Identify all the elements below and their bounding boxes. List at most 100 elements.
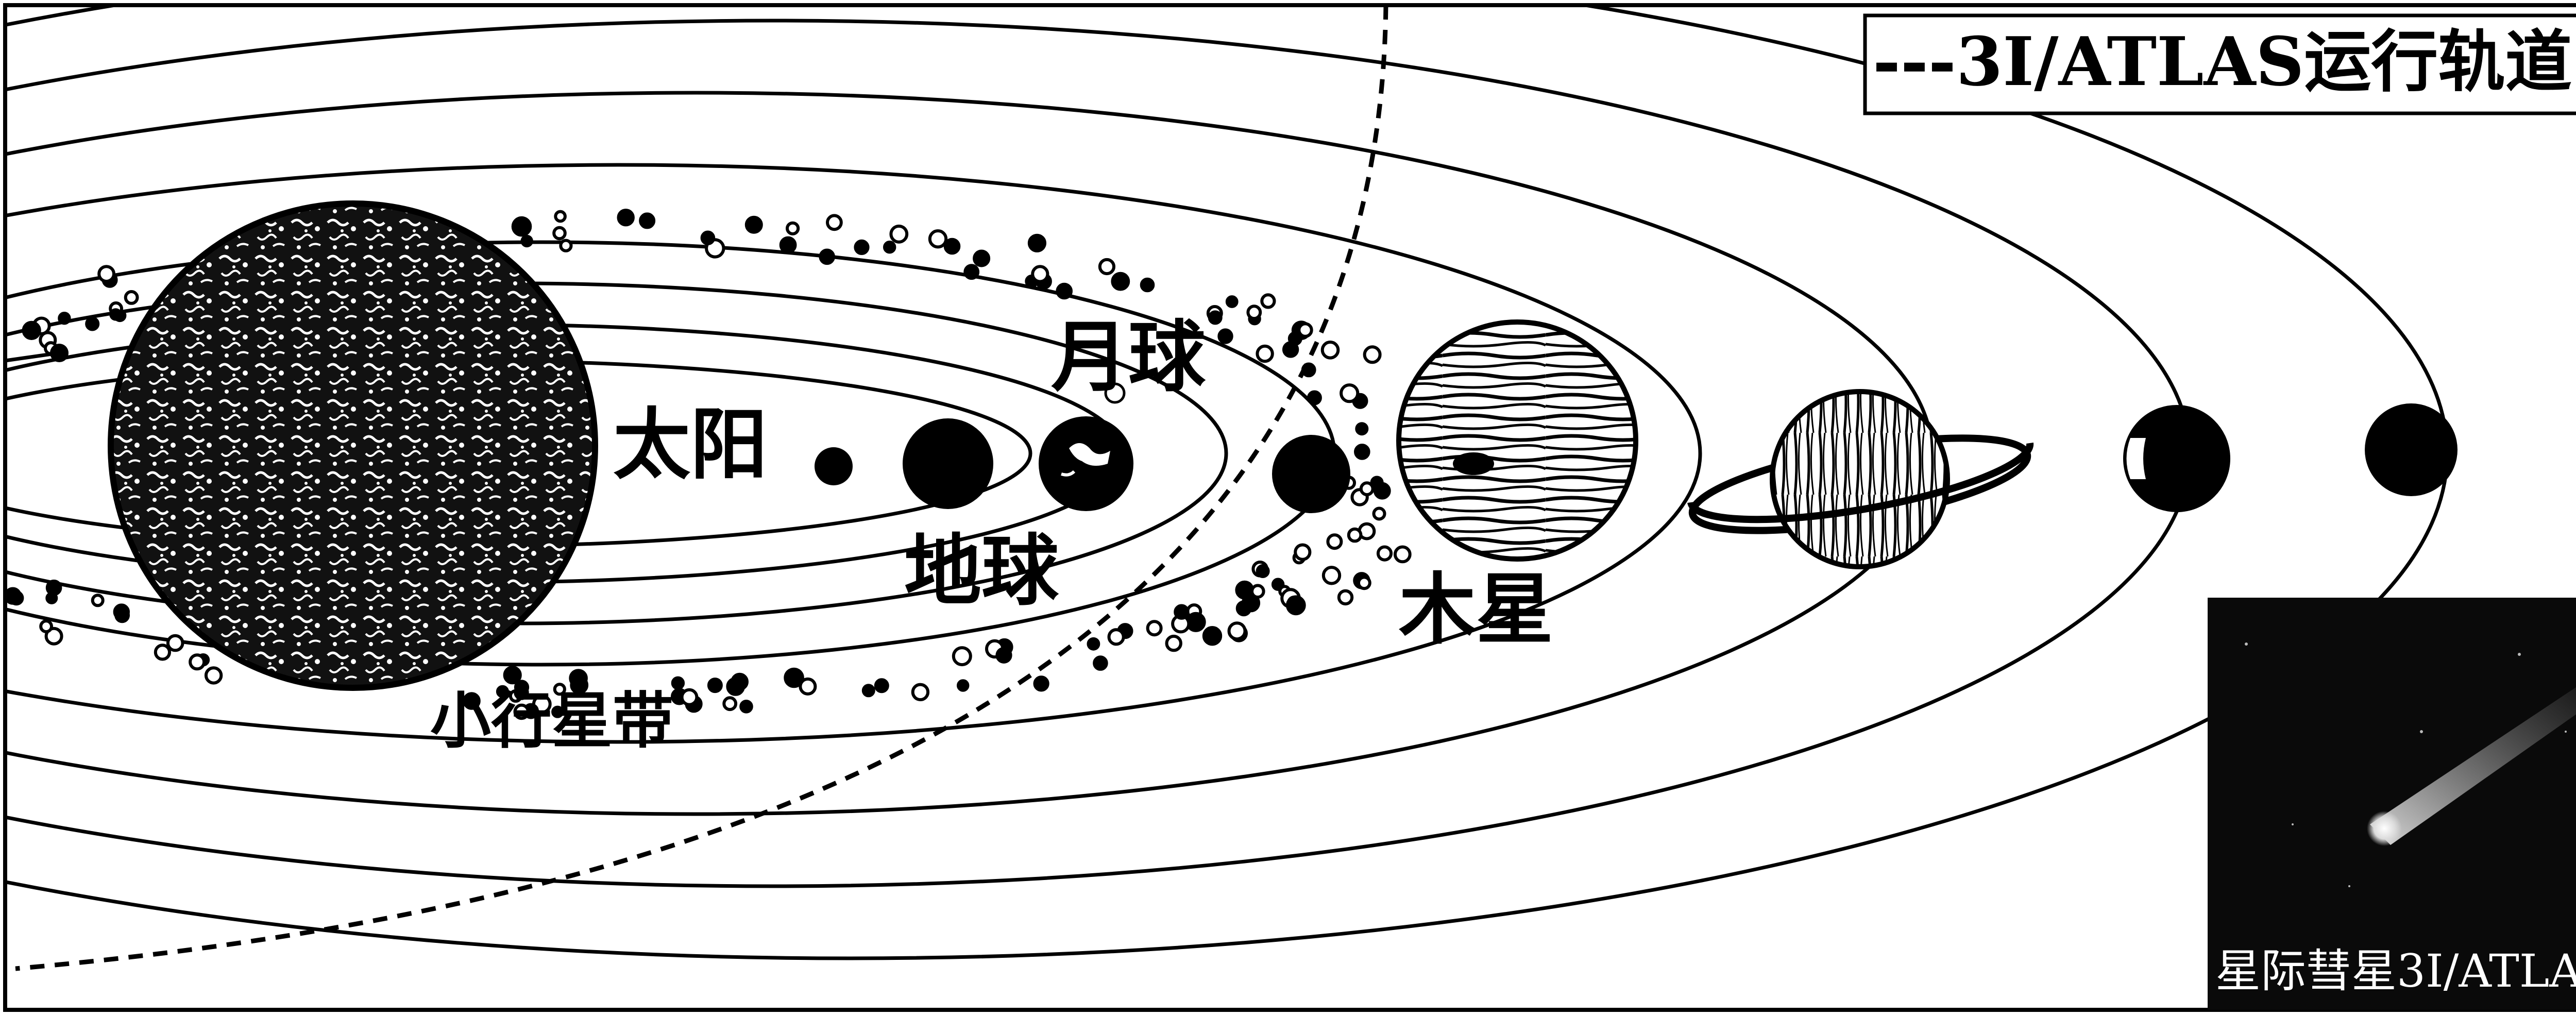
asteroid <box>739 700 753 714</box>
asteroid <box>1297 322 1313 338</box>
comet-inset: 星际彗星3I/ATLAS <box>2208 598 2576 1010</box>
atlas-trajectory <box>15 5 1388 971</box>
asteroid <box>39 619 53 634</box>
asteroid <box>1320 341 1340 360</box>
asteroid <box>97 265 116 283</box>
asteroid <box>1337 589 1354 606</box>
asteroid <box>1111 272 1130 291</box>
asteroid <box>963 264 980 280</box>
asteroid <box>1256 564 1270 578</box>
asteroid <box>1285 595 1306 616</box>
asteroid <box>1217 328 1233 344</box>
asteroid <box>513 703 530 720</box>
planet-neptune <box>2365 403 2458 496</box>
planet-mars <box>1272 435 1350 513</box>
asteroid <box>639 212 656 229</box>
planet-saturn <box>1687 389 2034 569</box>
asteroid <box>1282 341 1299 358</box>
asteroid <box>680 688 699 706</box>
asteroid <box>1250 584 1265 599</box>
asteroid <box>1363 345 1382 364</box>
asteroid <box>722 696 738 712</box>
asteroid <box>1370 476 1384 489</box>
asteroid <box>496 685 509 698</box>
asteroid <box>1357 576 1371 590</box>
asteroid <box>957 679 970 692</box>
asteroid <box>671 676 685 690</box>
asteroid <box>861 684 875 698</box>
asteroid <box>1027 233 1047 252</box>
moon-label: 月球 <box>1051 313 1206 402</box>
asteroid-belt <box>4 209 1412 720</box>
asteroid <box>784 667 804 688</box>
asteroid <box>854 239 870 255</box>
asteroid <box>22 320 41 341</box>
asteroid <box>889 224 909 244</box>
asteroid <box>826 214 843 231</box>
asteroid <box>1372 506 1386 521</box>
inset-caption: 星际彗星3I/ATLAS <box>2215 944 2576 997</box>
asteroid <box>554 210 567 223</box>
asteroid <box>819 248 835 265</box>
planet-earth <box>1039 416 1133 511</box>
asteroid <box>511 216 532 237</box>
asteroid <box>551 705 564 718</box>
asteroid <box>1260 293 1276 309</box>
asteroid <box>45 579 62 596</box>
inset-stars <box>2245 642 2567 887</box>
asteroid <box>952 646 972 667</box>
asteroid <box>911 683 930 702</box>
asteroid <box>1093 655 1108 671</box>
asteroid <box>1354 444 1370 460</box>
planet-venus <box>903 418 993 509</box>
asteroid <box>744 215 763 234</box>
jupiter-label: 木星 <box>1399 565 1553 655</box>
asteroid <box>1174 604 1190 620</box>
asteroid <box>109 308 122 321</box>
sun <box>108 200 598 691</box>
asteroid <box>204 666 223 685</box>
asteroid <box>58 312 71 325</box>
asteroid <box>1355 422 1369 436</box>
asteroid <box>91 594 105 607</box>
asteroid <box>779 236 797 254</box>
asteroid <box>943 238 961 255</box>
earth-label: 地球 <box>904 527 1059 616</box>
asteroid <box>1359 481 1375 497</box>
asteroid <box>85 316 100 331</box>
moon <box>1104 382 1126 404</box>
asteroid <box>1340 383 1360 403</box>
asteroid <box>569 669 588 688</box>
asteroid <box>1208 310 1223 325</box>
legend-label: ---3I/ATLAS运行轨道 <box>1873 22 2572 101</box>
asteroid <box>1246 304 1262 320</box>
asteroid <box>124 290 139 305</box>
asteroid <box>786 221 800 235</box>
asteroid <box>1140 277 1155 293</box>
asteroid <box>1031 265 1049 283</box>
comet-tail <box>2370 687 2576 845</box>
asteroid <box>553 683 566 696</box>
asteroid <box>1235 580 1255 600</box>
asteroid <box>617 209 635 227</box>
asteroid <box>1393 545 1412 564</box>
asteroid <box>1256 344 1274 363</box>
asteroid <box>1146 620 1163 637</box>
planet-uranus <box>2123 405 2230 512</box>
asteroid <box>559 239 573 252</box>
asteroid <box>1202 626 1223 646</box>
asteroid <box>874 678 889 693</box>
asteroid <box>1321 566 1342 585</box>
asteroid <box>45 591 58 604</box>
asteroid <box>503 666 522 685</box>
asteroid <box>1376 545 1393 562</box>
asteroid <box>799 677 817 696</box>
planet-jupiter <box>1396 319 1638 562</box>
asteroid <box>883 241 896 254</box>
asteroid <box>189 653 206 671</box>
asteroid <box>1307 390 1322 405</box>
sun-label: 太阳 <box>613 400 768 490</box>
asteroid-belt-label: 小行星带 <box>430 685 673 756</box>
asteroid <box>463 692 481 710</box>
asteroid <box>700 230 716 246</box>
